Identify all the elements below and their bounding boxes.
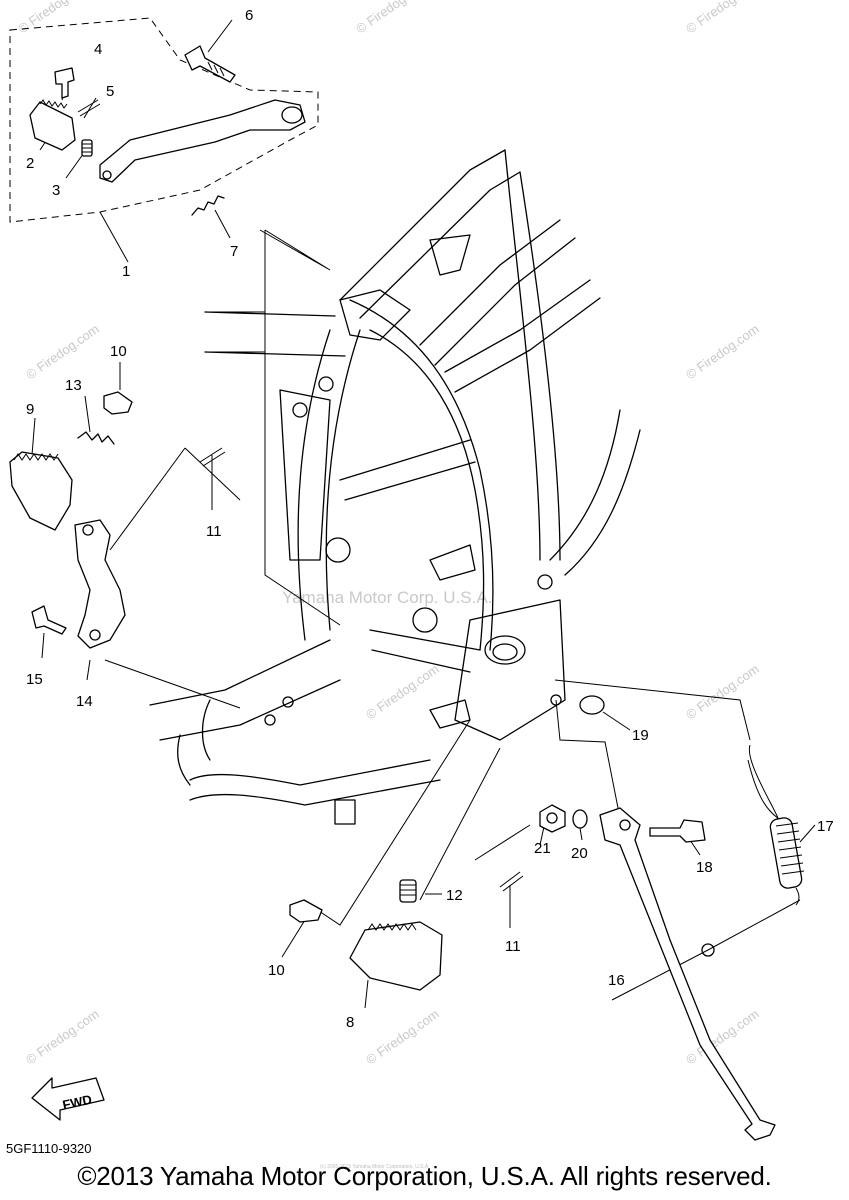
- part-pin: [54, 67, 75, 99]
- callout-16: 16: [608, 972, 625, 989]
- frame: [149, 149, 641, 825]
- part-collar: [579, 695, 605, 715]
- watermark-tile: © Firedog.com: [683, 661, 762, 722]
- small-copyright: (c) 2005-2015 Yamaha Motor Corporation, …: [320, 1164, 430, 1170]
- part-spring-12: [399, 879, 417, 903]
- part-washer: [572, 809, 588, 829]
- part-footpeg-left: [9, 451, 73, 531]
- callout-7: 7: [230, 243, 238, 260]
- callout-6: 6: [245, 7, 253, 24]
- callout-18: 18: [696, 859, 713, 876]
- callout-2: 2: [26, 155, 34, 172]
- callout-19: 19: [632, 727, 649, 744]
- part-bracket-left: [74, 519, 126, 649]
- part-footpeg-bracket: [99, 99, 306, 183]
- part-spring-13: [77, 431, 115, 445]
- callout-20: 20: [571, 845, 588, 862]
- callout-17: 17: [817, 818, 834, 835]
- callout-9: 9: [26, 401, 34, 418]
- leader-lines: [31, 19, 816, 1009]
- parts: [9, 45, 805, 1141]
- callout-10-lower: 10: [268, 962, 285, 979]
- callouts: 1 2 3 4 5 6 7 8 9 10 10 11 11 12 13 14 1…: [26, 7, 834, 1031]
- watermark-center: Yamaha Motor Corp. U.S.A.: [282, 588, 492, 607]
- callout-21: 21: [534, 840, 551, 857]
- callout-4: 4: [94, 41, 102, 58]
- callout-14: 14: [76, 693, 93, 710]
- watermark-tile: © Firedog.com: [683, 0, 762, 36]
- callout-5: 5: [106, 83, 114, 100]
- part-bolt-18: [649, 819, 706, 843]
- part-pin-10-lower: [289, 899, 323, 923]
- part-bolt: [184, 45, 236, 83]
- callout-11-lower: 11: [505, 938, 521, 955]
- part-sidestand: [599, 807, 776, 1141]
- callout-3: 3: [52, 182, 60, 199]
- watermark-tile: © Firedog.com: [23, 321, 102, 382]
- part-spring-7: [191, 195, 225, 216]
- callout-8: 8: [346, 1014, 354, 1031]
- part-spring-17: [769, 817, 803, 889]
- forward-arrow: FWD: [31, 1077, 105, 1121]
- watermark-tile: © Firedog.com: [363, 661, 442, 722]
- part-cotter-lower: [499, 871, 524, 892]
- callout-11-upper: 11: [206, 523, 222, 540]
- callout-1: 1: [122, 263, 130, 280]
- callout-12: 12: [446, 887, 463, 904]
- part-cotter-pin: [77, 99, 101, 117]
- forward-arrow-label: FWD: [61, 1092, 93, 1113]
- watermark-tile: © Firedog.com: [23, 1006, 102, 1067]
- watermark-tile: © Firedog.com: [363, 1006, 442, 1067]
- callout-13: 13: [65, 377, 82, 394]
- part-footpeg: [29, 101, 76, 151]
- watermark-tile: © Firedog.com: [353, 0, 432, 36]
- watermark-tile: © Firedog.com: [15, 0, 94, 36]
- copyright-footer: ©2013 Yamaha Motor Corporation, U.S.A. A…: [77, 1161, 772, 1191]
- callout-15: 15: [26, 671, 43, 688]
- part-nut: [539, 804, 566, 833]
- part-pin-10: [103, 391, 133, 415]
- part-cotter-upper: [199, 447, 226, 467]
- part-footpeg-right: [349, 921, 443, 991]
- assembly-outline: [9, 17, 319, 223]
- callout-10-upper: 10: [110, 343, 127, 360]
- part-bolt-15: [31, 605, 67, 635]
- drawing-code: 5GF1110-9320: [6, 1141, 92, 1156]
- watermark-tile: © Firedog.com: [683, 321, 762, 382]
